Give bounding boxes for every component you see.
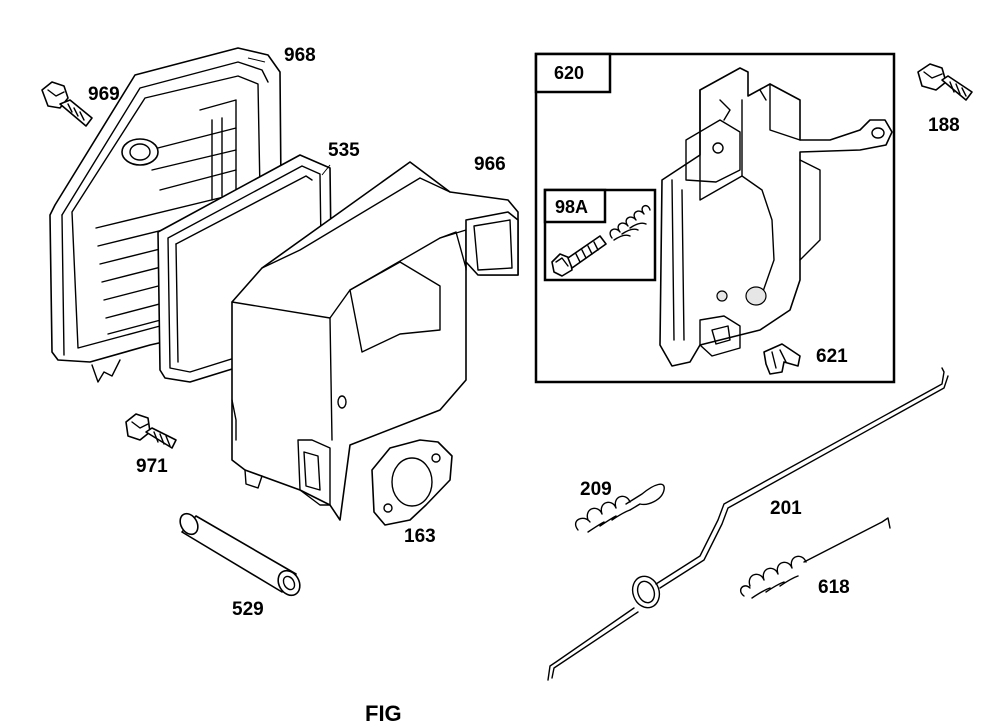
tube [179,512,301,597]
label-529: 529 [232,599,264,620]
label-618: 618 [818,577,850,598]
adjust-screw [551,235,607,277]
leader-lines [247,57,331,176]
screw-971 [125,413,177,449]
screw-969 [41,81,93,127]
screw-188 [917,63,973,101]
spring-209 [574,483,665,533]
label-535: 535 [328,140,360,161]
label-969: 969 [88,84,120,105]
label-621: 621 [816,346,848,367]
label-201: 201 [770,498,802,519]
clip [763,343,801,375]
governor-link-rod [547,367,949,681]
kit-98a-tag [543,188,607,224]
kit-620-tag [534,52,612,94]
kit-620-frame [534,52,896,384]
label-966: 966 [474,154,506,175]
adjust-spring [609,204,651,241]
label-209: 209 [580,479,612,500]
governor-control-bracket [659,67,893,367]
air-cleaner-cover [231,161,519,521]
label-968: 968 [284,45,316,66]
gasket [371,439,453,526]
spring-618 [740,517,891,599]
label-188: 188 [928,115,960,136]
label-163: 163 [404,526,436,547]
label-971: 971 [136,456,168,477]
label-620: 620 [554,63,585,83]
label-98a: 98A [555,197,589,217]
figure-caption: FIG [365,701,402,726]
